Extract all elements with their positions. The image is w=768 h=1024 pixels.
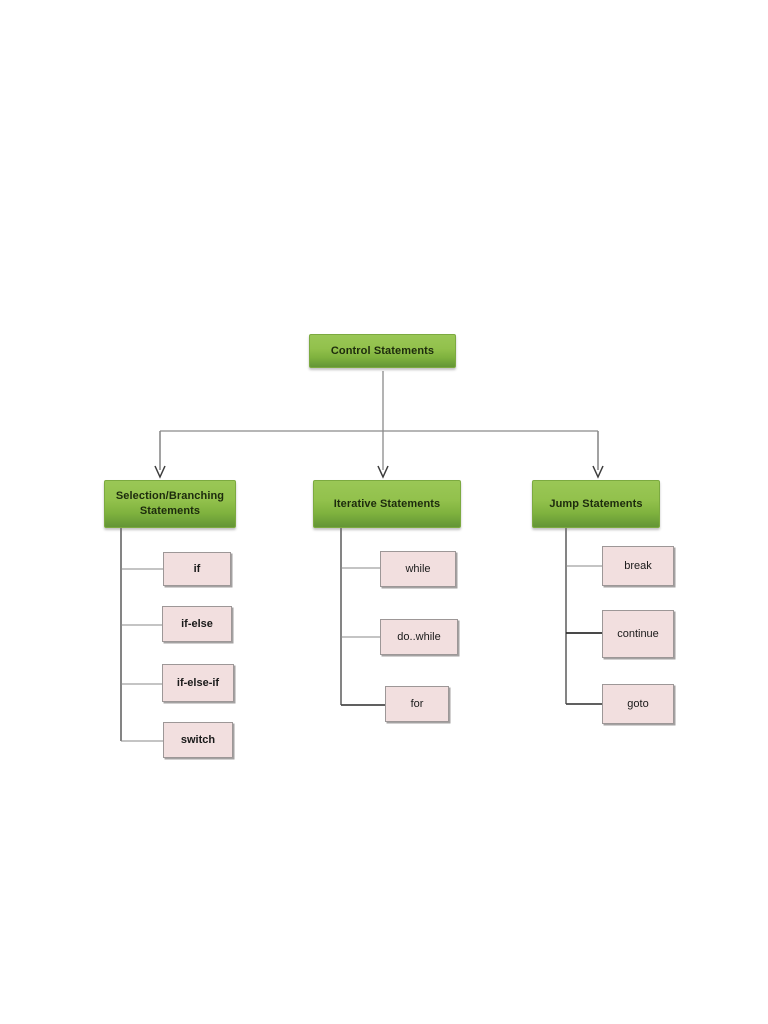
node-continue-label: continue: [617, 628, 659, 640]
node-do-while-label: do..while: [397, 631, 441, 643]
node-jump-statements-label: Jump Statements: [549, 497, 643, 510]
node-break-label: break: [624, 560, 652, 572]
node-goto[interactable]: goto: [602, 684, 674, 724]
node-while[interactable]: while: [380, 551, 456, 587]
arrow-iterative: [377, 465, 389, 479]
node-iterative-statements-label: Iterative Statements: [333, 497, 441, 510]
arrow-selection: [154, 465, 166, 479]
node-iterative-statements[interactable]: Iterative Statements: [313, 480, 461, 528]
node-if-else-if[interactable]: if-else-if: [162, 664, 234, 702]
node-control-statements[interactable]: Control Statements: [309, 334, 456, 368]
node-while-label: while: [405, 563, 431, 575]
node-if-else-if-label: if-else-if: [176, 677, 220, 689]
node-goto-label: goto: [627, 698, 649, 710]
node-switch-label: switch: [180, 734, 216, 746]
node-if-else-label: if-else: [181, 618, 213, 630]
node-for-label: for: [410, 698, 424, 710]
node-for[interactable]: for: [385, 686, 449, 722]
node-break[interactable]: break: [602, 546, 674, 586]
node-do-while[interactable]: do..while: [380, 619, 458, 655]
node-if-else[interactable]: if-else: [162, 606, 232, 642]
node-if-label: if: [193, 563, 201, 575]
node-jump-statements[interactable]: Jump Statements: [532, 480, 660, 528]
node-if[interactable]: if: [163, 552, 231, 586]
node-selection-branching-statements-label: Selection/Branching Statements: [115, 490, 225, 517]
node-control-statements-label: Control Statements: [330, 344, 435, 357]
node-continue[interactable]: continue: [602, 610, 674, 658]
node-switch[interactable]: switch: [163, 722, 233, 758]
node-selection-branching-statements[interactable]: Selection/Branching Statements: [104, 480, 236, 528]
arrow-jump: [592, 465, 604, 479]
